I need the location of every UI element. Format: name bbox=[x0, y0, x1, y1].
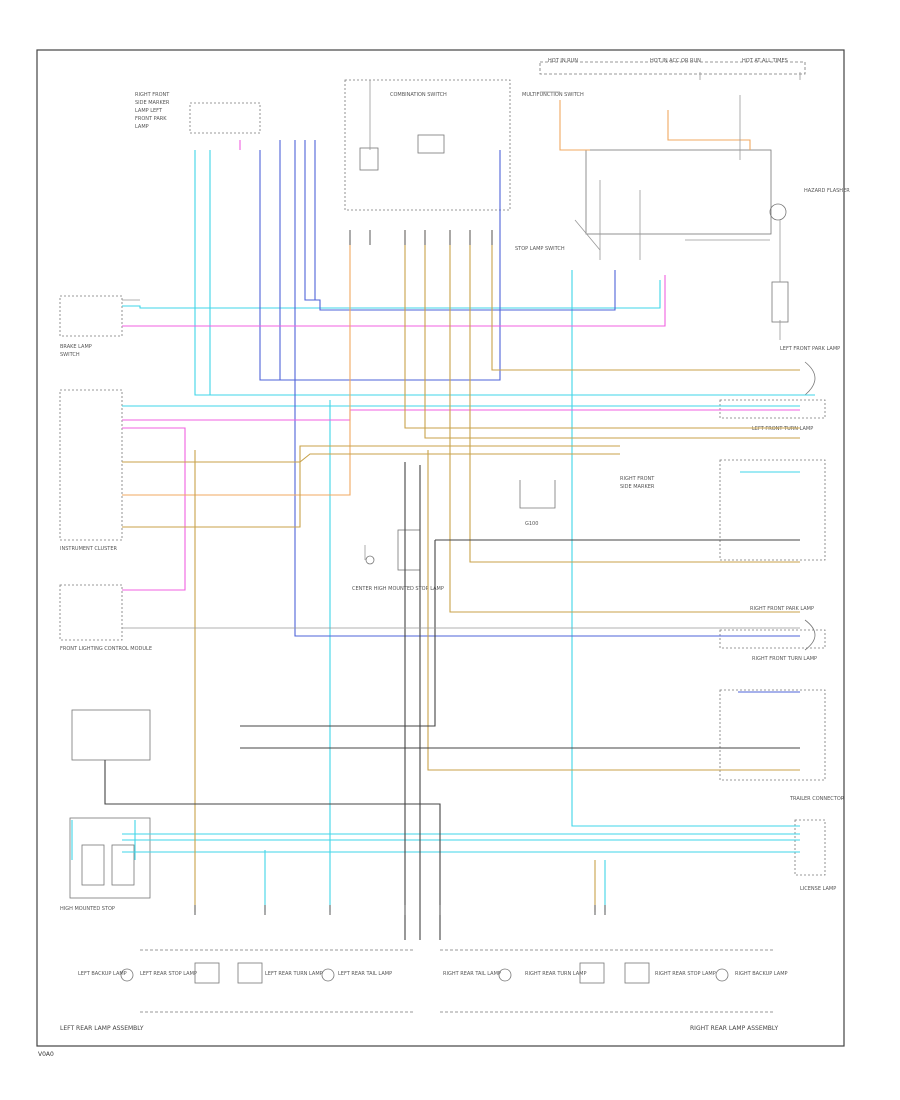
right-assembly-label: RIGHT REAR LAMP ASSEMBLY bbox=[690, 1025, 778, 1032]
right-components bbox=[719, 361, 826, 876]
front-controller-label: FRONT LIGHTING CONTROL MODULE bbox=[60, 646, 152, 652]
svg-text:SIDE MARKER: SIDE MARKER bbox=[135, 100, 170, 106]
top-components bbox=[189, 61, 806, 323]
instrument-cluster-label: INSTRUMENT CLUSTER bbox=[60, 546, 118, 552]
right-front-turn-label: RIGHT FRONT TURN LAMP bbox=[752, 656, 817, 662]
svg-text:LAMP LEFT: LAMP LEFT bbox=[135, 108, 163, 114]
lr-backup-label: LEFT BACKUP LAMP bbox=[78, 971, 127, 977]
ground-label: G100 bbox=[525, 521, 538, 527]
svg-text:SWITCH: SWITCH bbox=[60, 352, 80, 358]
lr-stop-label: LEFT REAR STOP LAMP bbox=[140, 971, 197, 977]
diagram-border bbox=[36, 49, 845, 1047]
svg-text:HIGH MOUNTED STOP: HIGH MOUNTED STOP bbox=[60, 906, 115, 912]
lr-turn-label: LEFT REAR TURN LAMP bbox=[265, 971, 323, 977]
left-components bbox=[59, 295, 151, 899]
stop-lamp-switch-label: STOP LAMP SWITCH bbox=[515, 246, 565, 252]
right-front-park-label: RIGHT FRONT PARK LAMP bbox=[750, 606, 814, 612]
rr-stop-label: RIGHT REAR STOP LAMP bbox=[655, 971, 716, 977]
wire-orange bbox=[122, 100, 751, 496]
fuse-hot-at-all-label: HOT AT ALL TIMES bbox=[742, 58, 788, 64]
wire-magenta bbox=[122, 140, 800, 591]
svg-text:RIGHT FRONT: RIGHT FRONT bbox=[135, 92, 170, 98]
left-labels: BRAKE LAMP SWITCH INSTRUMENT CLUSTER FRO… bbox=[60, 344, 152, 912]
right-labels: LEFT FRONT PARK LAMP LEFT FRONT TURN LAM… bbox=[620, 346, 845, 892]
svg-text:BRAKE LAMP: BRAKE LAMP bbox=[60, 344, 92, 350]
wires bbox=[71, 72, 815, 940]
connector-marks bbox=[194, 230, 606, 915]
corner-code: V0A0 bbox=[38, 1051, 54, 1058]
hazard-flasher-label: HAZARD FLASHER bbox=[804, 188, 850, 194]
lr-tail-label: LEFT REAR TAIL LAMP bbox=[338, 971, 392, 977]
svg-text:FRONT PARK: FRONT PARK bbox=[135, 116, 167, 122]
wire-grey bbox=[122, 72, 801, 629]
bottom-labels: LEFT BACKUP LAMP LEFT REAR STOP LAMP LEF… bbox=[38, 971, 788, 1058]
svg-text:LAMP: LAMP bbox=[135, 124, 149, 130]
left-front-turn-label: LEFT FRONT TURN LAMP bbox=[752, 426, 813, 432]
fuse-hot-acc-label: HOT IN ACC OR RUN bbox=[650, 58, 701, 64]
license-lamp-label: LICENSE LAMP bbox=[800, 886, 836, 892]
trailer-connector-label: TRAILER CONNECTOR bbox=[789, 796, 845, 802]
svg-text:SIDE MARKER: SIDE MARKER bbox=[620, 484, 655, 490]
left-assembly-label: LEFT REAR LAMP ASSEMBLY bbox=[60, 1025, 144, 1032]
center-labels: CENTER HIGH MOUNTED STOP LAMP G100 bbox=[352, 521, 538, 592]
chmsl-label: CENTER HIGH MOUNTED STOP LAMP bbox=[352, 586, 444, 592]
wire-tan bbox=[122, 230, 800, 912]
rr-backup-label: RIGHT BACKUP LAMP bbox=[735, 971, 788, 977]
wire-blue bbox=[259, 140, 800, 693]
left-front-park-label: LEFT FRONT PARK LAMP bbox=[780, 346, 840, 352]
rr-turn-label: RIGHT REAR TURN LAMP bbox=[525, 971, 587, 977]
top-labels: RIGHT FRONT SIDE MARKER LAMP LEFT FRONT … bbox=[135, 58, 850, 252]
rr-tail-label: RIGHT REAR TAIL LAMP bbox=[443, 971, 501, 977]
fuse-hot-run-label: HOT IN RUN bbox=[548, 58, 578, 64]
multifunction-switch-label: MULTIFUNCTION SWITCH bbox=[522, 92, 584, 98]
wire-dark bbox=[104, 462, 800, 940]
wire-cyan bbox=[71, 150, 815, 912]
bottom-lamp-assemblies bbox=[120, 949, 775, 1013]
combination-switch-label: COMBINATION SWITCH bbox=[390, 92, 447, 98]
svg-text:RIGHT FRONT: RIGHT FRONT bbox=[620, 476, 655, 482]
